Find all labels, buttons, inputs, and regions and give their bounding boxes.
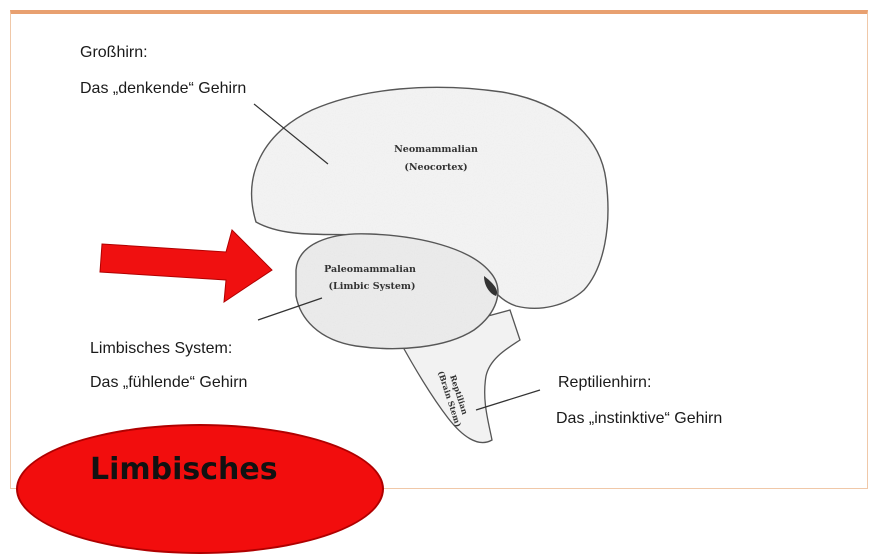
cerebrum-description: Das „denkende“ Gehirn xyxy=(80,80,246,98)
reptile-title: Reptilienhirn: xyxy=(558,374,651,392)
limbic-title: Limbisches System: xyxy=(90,340,232,358)
limbic-description: Das „fühlende“ Gehirn xyxy=(90,374,247,392)
limbic-label-1: Paleomammalian xyxy=(324,264,416,275)
limbic-label-2: (Limbic System) xyxy=(329,281,416,292)
limbic-badge-text: Limbisches xyxy=(90,452,278,487)
red-arrow xyxy=(100,230,272,302)
neocortex-label-2: (Neocortex) xyxy=(404,162,467,173)
reptile-description: Das „instinktive“ Gehirn xyxy=(556,410,722,428)
cerebrum-title: Großhirn: xyxy=(80,44,148,62)
limbic-badge xyxy=(16,424,384,554)
brain-diagram: Neomammalian (Neocortex) Paleomammalian … xyxy=(0,0,872,493)
neocortex-label-1: Neomammalian xyxy=(394,144,478,155)
